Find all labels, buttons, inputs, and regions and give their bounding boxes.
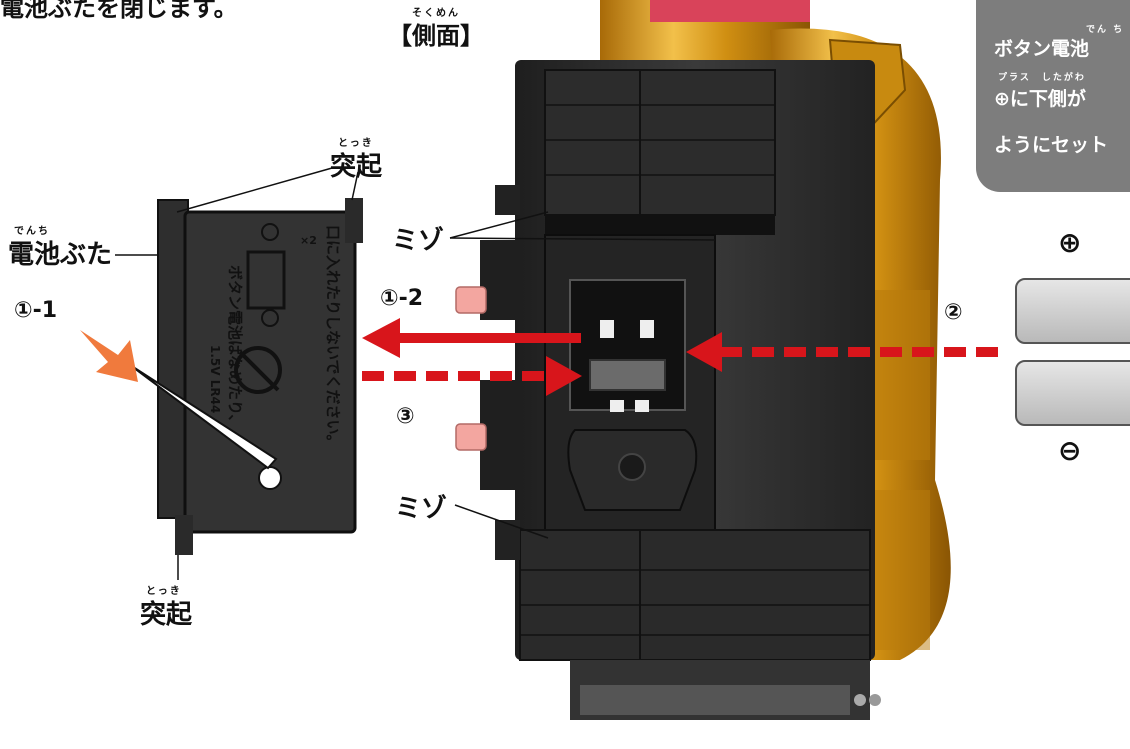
plus-sign-icon: ⊕ [1058,226,1082,259]
button-cell-bottom [1015,360,1130,426]
callout-line1: ボタン電池 [994,38,1090,60]
device-body [455,60,881,720]
tokki-top-ruby: とっき [338,138,374,149]
step-2-arrow [686,332,1005,372]
arrows [80,318,1005,396]
step-3-arrow [362,356,582,396]
tokki-bottom-ruby: とっき [146,586,182,597]
groove-label-top: ミゾ [392,226,445,256]
top-instruction: 電池ぶたを閉じます。 [0,0,238,22]
groove-label-bottom: ミゾ [395,494,448,524]
step-1-1-arrow [80,330,138,382]
cover-warning-line1: ボタン電池はなめたり、 [226,265,244,430]
tokki-top-label: 突起 [330,152,383,182]
cover-count-text: ×2 [300,234,317,247]
step-3-label: ③ [396,404,415,429]
button-cell-top [1015,278,1130,344]
leader-lines [115,167,716,580]
battery-instruction-callout: でん ち ボタン電池 プラス したがわ ⊕に下側が ようにセット [976,0,1130,192]
callout-line3: ようにセット [994,134,1109,156]
callout-line2: ⊕に下側が [994,88,1086,110]
battery-cover-ruby: でんち [14,226,50,237]
battery-cover [157,198,363,555]
battery-cover-label: 電池ぶた [8,240,113,270]
callout-line1-ruby: でん ち [1086,25,1125,35]
step-1-2-arrow [362,318,581,358]
callout-line2-ruby: プラス したがわ [998,73,1086,83]
pen-tool [129,364,278,470]
minus-sign-icon: ⊖ [1058,434,1082,467]
tokki-bottom-label: 突起 [140,600,193,630]
step-1-2-label: ①-2 [380,286,424,311]
cover-spec-text: 1.5V LR44 [208,345,222,414]
side-view-ruby: そくめん [412,8,460,19]
cover-warning-line2: 口に入れたりしないでください。 [324,225,342,450]
step-2-label: ② [944,300,963,325]
side-view-label: 【側面】 [388,22,484,50]
step-1-1-label: ①-1 [14,298,58,323]
